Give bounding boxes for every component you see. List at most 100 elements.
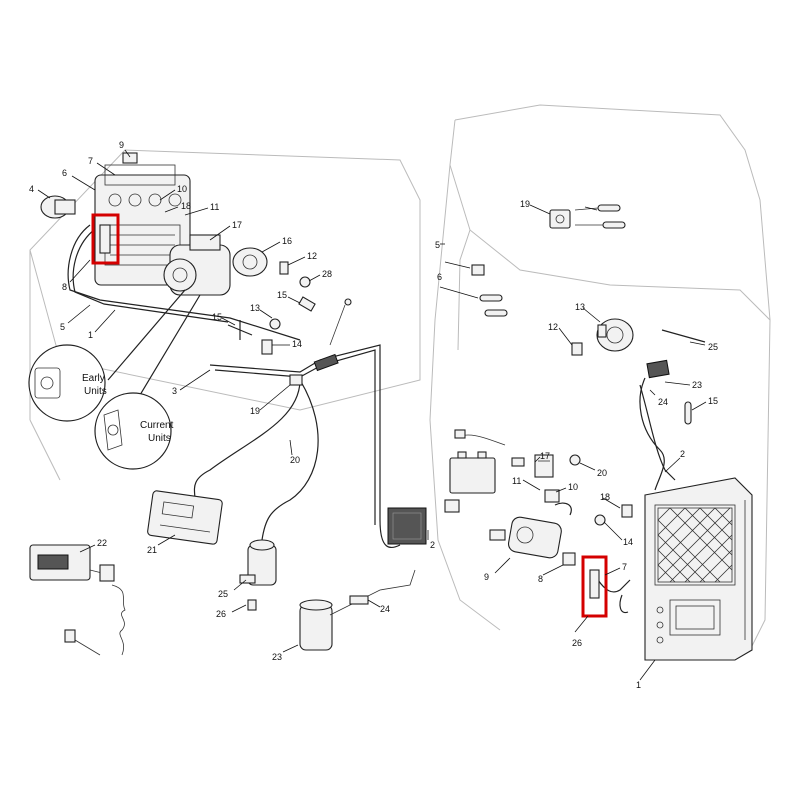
callout-5: 5 bbox=[60, 322, 65, 332]
callout-r19: 19 bbox=[520, 199, 530, 209]
components-5-6 bbox=[471, 264, 508, 317]
callout-r24: 24 bbox=[658, 397, 668, 407]
callout-21: 21 bbox=[147, 545, 157, 555]
callout-23: 23 bbox=[272, 652, 282, 662]
callout-22: 22 bbox=[97, 538, 107, 548]
cabinet-outline-top bbox=[454, 104, 771, 661]
filter-25 bbox=[239, 539, 277, 586]
right-diagram: 19 5 6 13 12 25 23 24 15 20 17 11 10 18 … bbox=[429, 104, 771, 690]
callout-r7: 7 bbox=[622, 562, 627, 572]
callout-15b: 15 bbox=[212, 312, 222, 322]
left-diagram: Early Units Current Units bbox=[28, 140, 435, 662]
control-box-1 bbox=[644, 477, 753, 661]
component-20-right bbox=[569, 454, 581, 466]
display-22 bbox=[29, 544, 126, 656]
starter-9 bbox=[489, 516, 562, 559]
component-12-right bbox=[571, 342, 583, 356]
callout-24: 24 bbox=[380, 604, 390, 614]
motor bbox=[163, 234, 231, 296]
left-leaders bbox=[37, 149, 429, 653]
highlighted-part-left bbox=[99, 224, 111, 254]
callout-r25: 25 bbox=[708, 342, 718, 352]
callout-11: 11 bbox=[210, 202, 219, 212]
cabinet-outline-left bbox=[429, 164, 501, 631]
inset-early-line2: Units bbox=[84, 386, 107, 397]
callout-r23: 23 bbox=[692, 380, 702, 390]
unit-outline-left bbox=[29, 149, 421, 411]
pump-bottom bbox=[299, 569, 416, 651]
module-23-right bbox=[646, 359, 670, 379]
callout-8: 8 bbox=[62, 282, 67, 292]
callout-r12: 12 bbox=[548, 322, 558, 332]
callout-6: 6 bbox=[62, 168, 67, 178]
callout-r9: 9 bbox=[484, 572, 489, 582]
callout-r1: 1 bbox=[636, 680, 641, 690]
harness-24 bbox=[639, 377, 665, 491]
callout-r13: 13 bbox=[575, 302, 585, 312]
callout-16: 16 bbox=[282, 236, 292, 246]
callout-4: 4 bbox=[29, 184, 34, 194]
inset-early-line1: Early bbox=[82, 373, 105, 384]
callout-r5a: 5 bbox=[435, 240, 440, 250]
callout-26: 26 bbox=[216, 609, 226, 619]
callout-r17: 17 bbox=[540, 451, 550, 461]
callout-28: 28 bbox=[322, 269, 332, 279]
callout-25: 25 bbox=[218, 589, 228, 599]
component-26 bbox=[247, 599, 257, 611]
callout-20: 20 bbox=[290, 455, 300, 465]
callout-r14: 14 bbox=[623, 537, 633, 547]
small-components bbox=[227, 261, 352, 355]
components-10-11 bbox=[444, 489, 572, 516]
inset-current-line1: Current bbox=[140, 420, 174, 431]
cabinet-outline-inner bbox=[457, 229, 471, 351]
callout-18: 18 bbox=[181, 201, 191, 211]
callout-13: 13 bbox=[250, 303, 260, 313]
callout-1: 1 bbox=[88, 330, 93, 340]
callout-14: 14 bbox=[292, 339, 302, 349]
inset-early-units: Early Units bbox=[28, 344, 107, 422]
callout-10: 10 bbox=[177, 184, 187, 194]
alternator bbox=[232, 247, 268, 277]
controller-21 bbox=[147, 490, 223, 545]
callout-12: 12 bbox=[307, 251, 317, 261]
component-18-right bbox=[621, 504, 633, 518]
callout-r8: 8 bbox=[538, 574, 543, 584]
wire-7 bbox=[597, 579, 631, 593]
highlighted-part-right bbox=[589, 569, 600, 599]
wire-26 bbox=[619, 594, 629, 614]
callout-r11: 11 bbox=[512, 476, 521, 486]
inset-current-units: Current Units bbox=[94, 392, 174, 470]
battery-area bbox=[449, 429, 554, 494]
callout-15a: 15 bbox=[277, 290, 287, 300]
fuse-15-right bbox=[684, 401, 692, 425]
callout-r15: 15 bbox=[708, 396, 718, 406]
cable-2 bbox=[639, 384, 676, 481]
right-leaders bbox=[439, 204, 707, 681]
highlight-box-left bbox=[91, 213, 120, 265]
callout-r10: 10 bbox=[568, 482, 578, 492]
mesh-grille bbox=[657, 507, 733, 583]
callout-r18: 18 bbox=[600, 492, 610, 502]
component-8-right bbox=[562, 552, 576, 566]
callout-3: 3 bbox=[172, 386, 177, 396]
component-4 bbox=[40, 195, 76, 219]
callout-r20: 20 bbox=[597, 468, 607, 478]
callout-r6: 6 bbox=[437, 272, 442, 282]
right-callouts: 19 5 6 13 12 25 23 24 15 20 17 11 10 18 … bbox=[435, 199, 718, 690]
component-9 bbox=[122, 152, 138, 164]
callout-7: 7 bbox=[88, 156, 93, 166]
callout-9: 9 bbox=[119, 140, 124, 150]
left-callouts: 9 7 6 4 10 18 11 17 16 12 28 15 13 15 14… bbox=[29, 140, 435, 662]
highlight-box-right bbox=[581, 555, 608, 618]
component-19-right bbox=[549, 204, 626, 229]
alternator-right bbox=[596, 318, 634, 352]
callout-17: 17 bbox=[232, 220, 242, 230]
callout-r26: 26 bbox=[572, 638, 582, 648]
callout-19: 19 bbox=[250, 406, 260, 416]
component-14-right bbox=[594, 514, 606, 526]
callout-r2: 2 bbox=[680, 449, 685, 459]
module-23 bbox=[387, 507, 427, 545]
inset-current-line2: Units bbox=[148, 433, 171, 444]
